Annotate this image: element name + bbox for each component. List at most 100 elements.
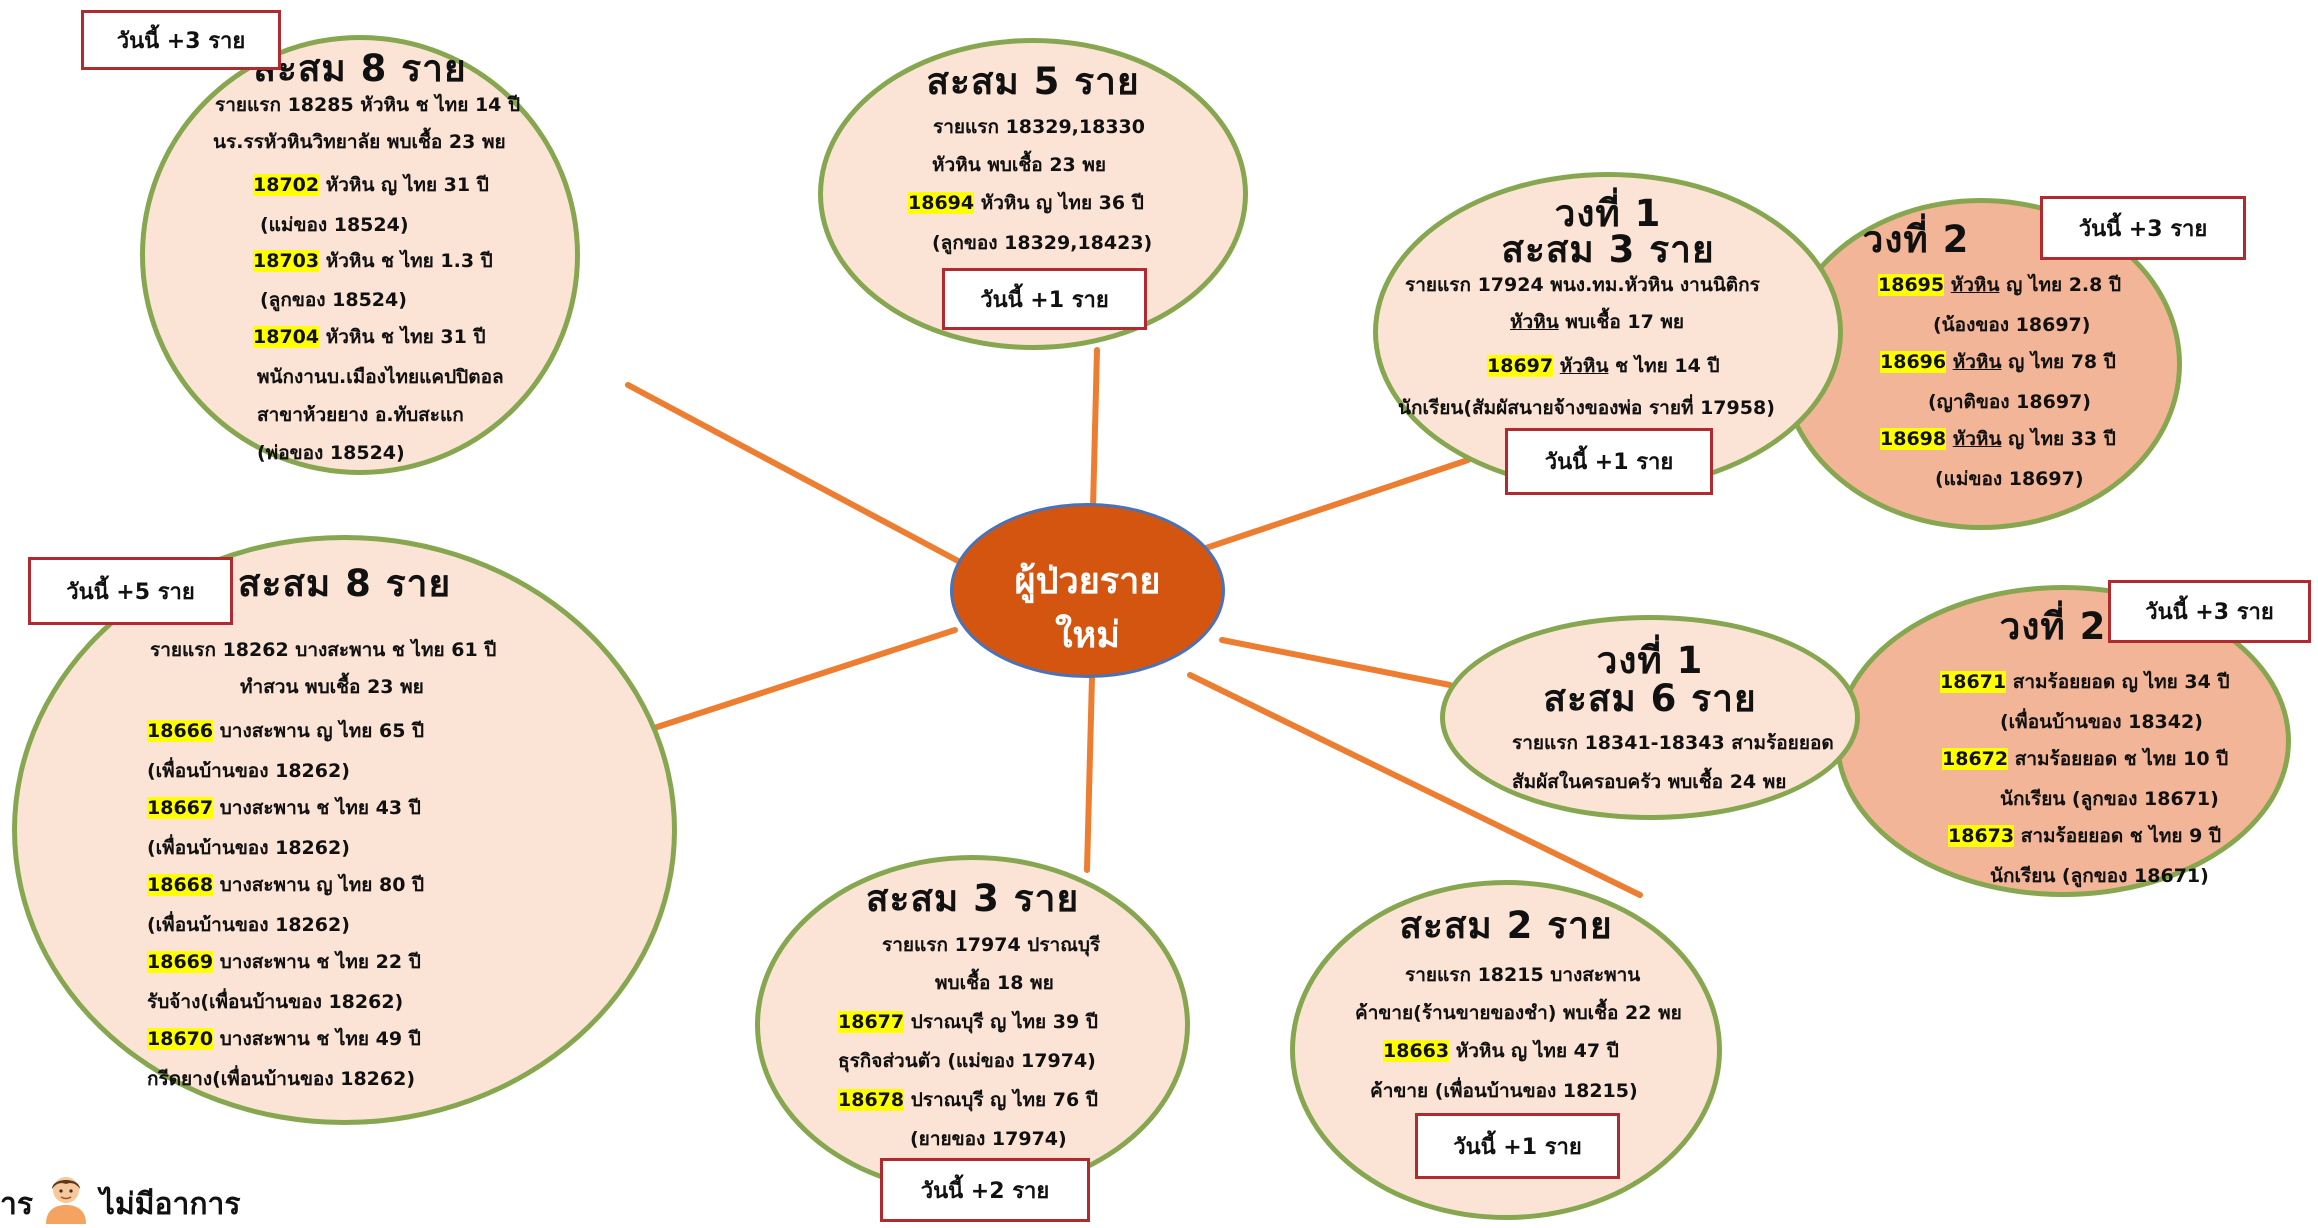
cluster-bubble-6: วงที่ 1 สะสม 6 ราย	[1440, 615, 1860, 820]
link-c1	[625, 382, 978, 573]
case-line: 18670 บางสะพาน ช ไทย 49 ปี	[147, 1028, 421, 1050]
cluster-bubble-7: วงที่ 2	[1835, 585, 2291, 897]
case-line: 18678 ปราณบุรี ญ ไทย 76 ปี	[838, 1089, 1098, 1111]
case-note: (ญาติของ 18697)	[1928, 391, 2091, 413]
link-c2	[1090, 347, 1100, 511]
case-line: 18695 หัวหิน ญ ไทย 2.8 ปี	[1878, 274, 2122, 296]
case-note: (ลูกของ 18329,18423)	[932, 232, 1153, 254]
case-id: 18669	[147, 951, 214, 973]
case-note: (เพื่อนบ้านของ 18262)	[147, 760, 350, 782]
cluster-title: วงที่ 1	[1554, 192, 1662, 235]
cluster-bubble-1: สะสม 8 ราย	[140, 35, 580, 475]
cluster-bubble-5: สะสม 8 ราย	[12, 535, 677, 1125]
first-case-line: สัมผัสในครอบครัว พบเชื้อ 24 พย	[1512, 771, 1787, 793]
link-c3	[1197, 457, 1471, 553]
case-id: 18667	[147, 797, 214, 819]
case-line: 18672 สามร้อยยอด ช ไทย 10 ปี	[1942, 748, 2229, 770]
cluster-subtitle: สะสม 3 ราย	[1501, 228, 1715, 271]
case-id: 18702	[253, 174, 320, 196]
case-line: 18677 ปราณบุรี ญ ไทย 39 ปี	[838, 1011, 1098, 1033]
first-case-line: ค้าขาย(ร้านขายของชำ) พบเชื้อ 22 พย	[1355, 1002, 1682, 1024]
case-line: 18697 หัวหิน ช ไทย 14 ปี	[1487, 355, 1720, 377]
case-id: 18704	[253, 326, 320, 348]
first-case-line: นร.รรหัวหินวิทยาลัย พบเชื้อ 23 พย	[213, 131, 506, 153]
first-case-line: รายแรก 18329,18330	[933, 116, 1145, 138]
link-c9	[1187, 672, 1643, 898]
case-line: 18673 สามร้อยยอด ช ไทย 9 ปี	[1948, 825, 2222, 847]
case-id: 18698	[1880, 428, 1947, 450]
case-line: 18663 หัวหิน ญ ไทย 47 ปี	[1383, 1040, 1619, 1062]
cluster-title: สะสม 5 ราย	[926, 60, 1140, 103]
case-note: (เพื่อนบ้านของ 18262)	[147, 914, 350, 936]
case-id: 18703	[253, 250, 320, 272]
case-note: (น้องของ 18697)	[1933, 314, 2091, 336]
case-note: (เพื่อนบ้านของ 18262)	[147, 837, 350, 859]
first-case-line: รายแรก 18341-18343 สามร้อยยอด	[1512, 732, 1834, 754]
legend: าร ไม่มีอาการ	[0, 1172, 241, 1228]
today-count-tag: วันนี้ +1 ราย	[1415, 1113, 1620, 1179]
case-id: 18672	[1942, 748, 2009, 770]
link-c8	[1084, 674, 1095, 873]
center-label-line2: ใหม่	[1054, 615, 1121, 656]
first-case-line: รายแรก 17924 พนง.ทม.หัวหิน งานนิติกร	[1405, 274, 1760, 296]
case-line: 18704 หัวหิน ช ไทย 31 ปี	[253, 326, 486, 348]
case-id: 18678	[838, 1089, 905, 1111]
first-case-line: รายแรก 17974 ปราณบุรี	[882, 934, 1101, 956]
first-case-line: ทำสวน พบเชื้อ 23 พย	[240, 676, 424, 698]
legend-label: ไม่มีอาการ	[99, 1187, 241, 1222]
case-id: 18666	[147, 720, 214, 742]
case-note: รับจ้าง(เพื่อนบ้านของ 18262)	[147, 991, 404, 1013]
first-case-line: รายแรก 18262 บางสะพาน ช ไทย 61 ปี	[150, 639, 497, 661]
case-id: 18663	[1383, 1040, 1450, 1062]
cluster-title: สะสม 8 ราย	[253, 47, 467, 90]
case-note: (แม่ของ 18524)	[260, 214, 409, 236]
case-line: 18702 หัวหิน ญ ไทย 31 ปี	[253, 174, 489, 196]
case-note: นักเรียน (ลูกของ 18671)	[1990, 865, 2209, 887]
case-line: 18668 บางสะพาน ญ ไทย 80 ปี	[147, 874, 425, 896]
today-count-tag: วันนี้ +2 ราย	[880, 1158, 1090, 1222]
case-line: 18696 หัวหิน ญ ไทย 78 ปี	[1880, 351, 2116, 373]
first-case-line: พบเชื้อ 18 พย	[935, 972, 1054, 994]
cluster-title: สะสม 3 ราย	[865, 877, 1080, 920]
center-node: ผู้ป่วยราย ใหม่	[950, 503, 1225, 678]
case-note: นักเรียน (ลูกของ 18671)	[2000, 788, 2219, 810]
case-note: ค้าขาย (เพื่อนบ้านของ 18215)	[1370, 1080, 1638, 1102]
case-note: ธุรกิจส่วนตัว (แม่ของ 17974)	[838, 1050, 1096, 1072]
case-id: 18677	[838, 1011, 905, 1033]
first-case-line: รายแรก 18285 หัวหิน ช ไทย 14 ปี	[215, 94, 521, 116]
first-case-line: รายแรก 18215 บางสะพาน	[1405, 964, 1641, 986]
case-line: 18698 หัวหิน ญ ไทย 33 ปี	[1880, 428, 2116, 450]
case-line: 18666 บางสะพาน ญ ไทย 65 ปี	[147, 720, 425, 742]
link-c6	[1219, 637, 1453, 688]
cluster-title: วงที่ 2	[1999, 605, 2107, 648]
case-note: กรีดยาง(เพื่อนบ้านของ 18262)	[147, 1068, 416, 1090]
case-id: 18668	[147, 874, 214, 896]
cluster-title: วงที่ 1	[1596, 639, 1704, 682]
today-count-tag: วันนี้ +5 ราย	[28, 557, 233, 625]
case-note: (เพื่อนบ้านของ 18342)	[2000, 711, 2203, 733]
case-id: 18694	[908, 192, 975, 214]
case-line: 18669 บางสะพาน ช ไทย 22 ปี	[147, 951, 421, 973]
cluster-subtitle: สะสม 6 ราย	[1543, 677, 1757, 720]
first-case-line: หัวหิน พบเชื้อ 17 พย	[1510, 311, 1685, 333]
case-line: 18703 หัวหิน ช ไทย 1.3 ปี	[253, 250, 493, 272]
cluster-title: สะสม 2 ราย	[1399, 904, 1613, 947]
center-label-line1: ผู้ป่วยราย	[1014, 561, 1161, 602]
case-note: สาขาห้วยยาง อ.ทับสะแก	[257, 404, 464, 426]
cluster-title: สะสม 8 ราย	[237, 562, 452, 605]
case-id: 18695	[1878, 274, 1945, 296]
case-id: 18696	[1880, 351, 1947, 373]
today-count-tag: วันนี้ +3 ราย	[2108, 580, 2311, 643]
today-count-tag: วันนี้ +3 ราย	[2040, 196, 2246, 260]
case-note: พนักงานบ.เมืองไทยแคปปิตอล	[257, 366, 504, 388]
case-id: 18670	[147, 1028, 214, 1050]
first-case-line: หัวหิน พบเชื้อ 23 พย	[932, 154, 1107, 176]
today-count-tag: วันนี้ +3 ราย	[81, 10, 281, 70]
case-id: 18697	[1487, 355, 1554, 377]
case-note: นักเรียน(สัมผัสนายจ้างของพ่อ รายที่ 1795…	[1398, 397, 1775, 419]
legend-prefix: าร	[0, 1187, 33, 1222]
case-id: 18671	[1940, 671, 2007, 693]
case-note: (ลูกของ 18524)	[260, 289, 407, 311]
case-id: 18673	[1948, 825, 2015, 847]
